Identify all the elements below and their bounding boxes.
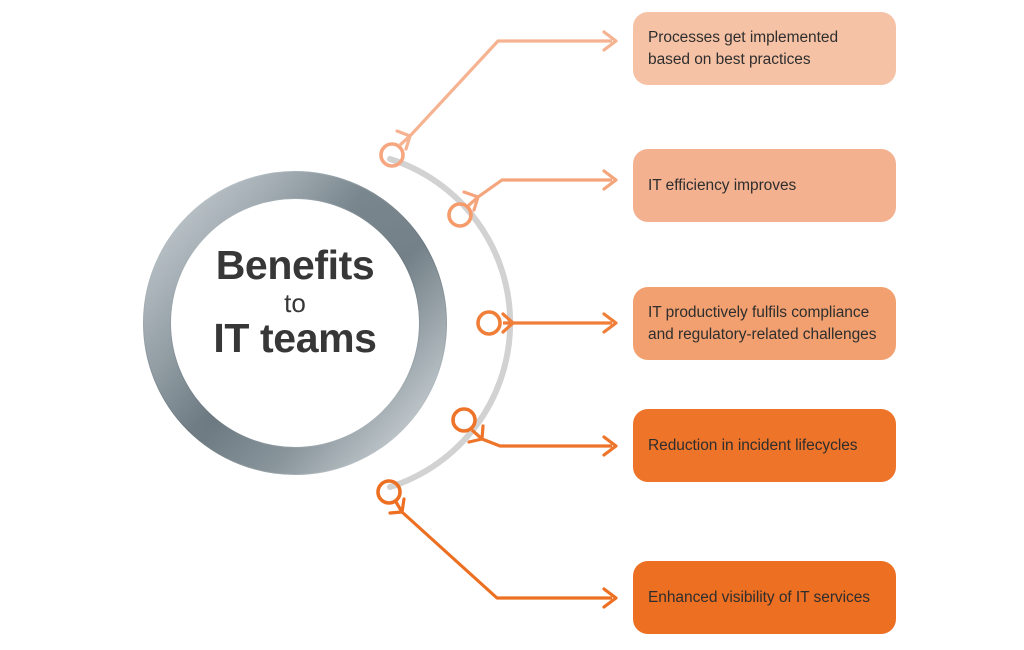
benefit-label-2: IT efficiency improves — [648, 176, 797, 194]
benefit-label-3: IT productively fulfils compliance and r… — [648, 304, 877, 343]
benefit-box-3[interactable]: IT productively fulfils compliance and r… — [633, 287, 896, 360]
connector-4 — [451, 407, 618, 457]
benefit-box-2[interactable]: IT efficiency improves — [633, 149, 896, 222]
node-marker-1 — [379, 142, 405, 168]
node-marker-3 — [476, 310, 502, 336]
connector-5 — [376, 479, 618, 609]
node-marker-2 — [447, 202, 473, 228]
node-marker-5 — [376, 479, 402, 505]
benefit-box-5[interactable]: Enhanced visibility of IT services — [633, 561, 896, 634]
connector-1 — [379, 30, 618, 168]
connector-3 — [476, 310, 618, 336]
benefit-label-1: Processes get implemented based on best … — [648, 29, 839, 68]
hub-ring-highlight — [144, 172, 446, 474]
node-marker-4 — [451, 407, 477, 433]
connector-2 — [447, 169, 618, 228]
benefit-label-5: Enhanced visibility of IT services — [648, 588, 870, 606]
benefit-label-4: Reduction in incident lifecycles — [648, 436, 858, 454]
benefit-box-1[interactable]: Processes get implemented based on best … — [633, 12, 896, 85]
benefit-box-4[interactable]: Reduction in incident lifecycles — [633, 409, 896, 482]
